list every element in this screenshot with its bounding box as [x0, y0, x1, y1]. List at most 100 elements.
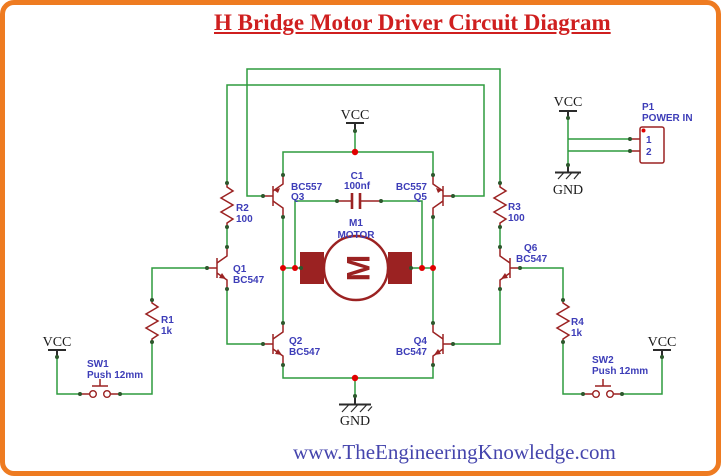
junction-gnd-rail: [351, 374, 359, 382]
q5-ref-label: Q5: [414, 192, 428, 203]
sw1-lines: [80, 379, 120, 395]
sw2-contact-right: [606, 390, 615, 399]
transistor-q1-symbol: [207, 247, 228, 289]
r4-ref-label: R4: [571, 317, 584, 328]
sw1-type-label: Push 12mm: [87, 370, 143, 381]
junction-motor-left-a: [280, 265, 286, 271]
resistors: [144, 183, 571, 342]
sw1-contact-left: [88, 390, 97, 399]
wire-q3base-to-r3: [246, 68, 501, 197]
q2-arrow: [275, 349, 282, 355]
sw1-ref-label: SW1: [87, 359, 109, 370]
transistor-q4-symbol: [432, 323, 453, 365]
p1-pin1-label: 1: [646, 135, 652, 146]
motor-body: [322, 234, 390, 302]
gnd-label-center: GND: [340, 414, 370, 429]
motor-right-terminal: [388, 252, 412, 284]
vcc-label-right: VCC: [648, 335, 677, 350]
junction-vcc-rail: [351, 148, 359, 156]
r3-value-label: 100: [508, 213, 525, 224]
resistor-r1-symbol: [144, 300, 160, 342]
q3-ref-label: Q3: [291, 192, 305, 203]
q2-ref-label: Q2: [289, 336, 303, 347]
switch-sw2-symbol: [583, 379, 622, 399]
wire-r1-to-sw1: [120, 342, 153, 395]
wire-p1-power: [567, 118, 630, 165]
p1-box: [639, 126, 665, 164]
vcc-label-left: VCC: [43, 335, 72, 350]
q4-part-label: BC547: [396, 347, 428, 358]
r2-ref-label: R2: [236, 203, 249, 214]
transistor-q2-symbol: [263, 323, 284, 365]
q6-part-label: BC547: [516, 254, 548, 265]
c1-ref-label: C1: [351, 171, 364, 182]
sw2-lines: [583, 379, 622, 395]
q2-part-label: BC547: [289, 347, 321, 358]
q1-part-label: BC547: [233, 275, 265, 286]
motor-m1: M: [300, 234, 412, 302]
wire-q6base-to-r4: [520, 267, 564, 300]
wire-q1base-to-r1: [151, 267, 207, 300]
wire-sw1-to-vcc: [56, 357, 80, 395]
q5-arrow: [436, 188, 442, 193]
q6-ref-label: Q6: [524, 243, 538, 254]
r2-value-label: 100: [236, 214, 253, 225]
q6-arrow: [501, 273, 508, 279]
junction-motor-left-b: [292, 265, 298, 271]
gnd-symbol-center: [339, 396, 373, 413]
transistor-q3-symbol: [263, 175, 284, 217]
resistor-r4-symbol: [555, 300, 571, 342]
sw2-contact-left: [592, 390, 601, 399]
p1-name-label: POWER IN: [642, 113, 693, 124]
vcc-label-top: VCC: [341, 108, 370, 123]
switch-sw1-symbol: [80, 379, 120, 399]
capacitor-plates: [350, 193, 362, 209]
c1-value-label: 100nf: [344, 181, 371, 192]
wire-r4-to-sw2: [562, 342, 583, 395]
r1-ref-label: R1: [161, 315, 174, 326]
gnd-p1-hatch: [557, 172, 580, 180]
gnd-center-hatch: [341, 404, 373, 413]
gnd-symbol-p1: [555, 165, 581, 180]
r3-ref-label: R3: [508, 202, 521, 213]
junction-motor-right-b: [430, 265, 436, 271]
wire-q1e-to-q2b: [226, 289, 263, 345]
wire-r2-to-q5base: [226, 84, 485, 197]
page-title: H Bridge Motor Driver Circuit Diagram: [214, 10, 611, 35]
q4-arrow: [434, 349, 441, 355]
q4-ref-label: Q4: [414, 336, 428, 347]
wire-sw2-to-vcc: [622, 357, 663, 395]
p1-ref-label: P1: [642, 102, 655, 113]
m1-name-label: MOTOR: [337, 230, 375, 241]
wire-gnd-rail: [282, 365, 434, 379]
resistor-r3-symbol: [492, 183, 508, 227]
q1-arrow: [219, 273, 226, 279]
sw2-ref-label: SW2: [592, 355, 614, 366]
sw1-contact-right: [102, 390, 111, 399]
r1-value-label: 1k: [161, 326, 173, 337]
p1-pin1-marker: [641, 128, 646, 133]
sw2-type-label: Push 12mm: [592, 366, 648, 377]
q3-part-label: BC557: [291, 182, 323, 193]
transistor-q5-symbol: [432, 175, 453, 217]
p1-pin2-label: 2: [646, 147, 652, 158]
junction-motor-right-a: [419, 265, 425, 271]
q3-arrow: [274, 188, 280, 193]
junction-dots: [280, 148, 436, 382]
q1-ref-label: Q1: [233, 264, 247, 275]
resistor-r2-symbol: [219, 183, 235, 227]
motor-left-terminal: [300, 252, 324, 284]
gnd-label-p1: GND: [553, 183, 583, 198]
capacitor-c1: [337, 193, 381, 209]
motor-letter: M: [341, 255, 377, 282]
wire-q6e-to-q4b: [453, 289, 501, 345]
vcc-label-p1: VCC: [554, 95, 583, 110]
m1-ref-label: M1: [349, 218, 363, 229]
website-url: www.TheEngineeringKnowledge.com: [293, 440, 616, 464]
wire-cap-branches: [294, 200, 423, 268]
pin-dots: [55, 116, 664, 398]
p1-pin-stubs: [630, 138, 640, 152]
q5-part-label: BC557: [396, 182, 428, 193]
